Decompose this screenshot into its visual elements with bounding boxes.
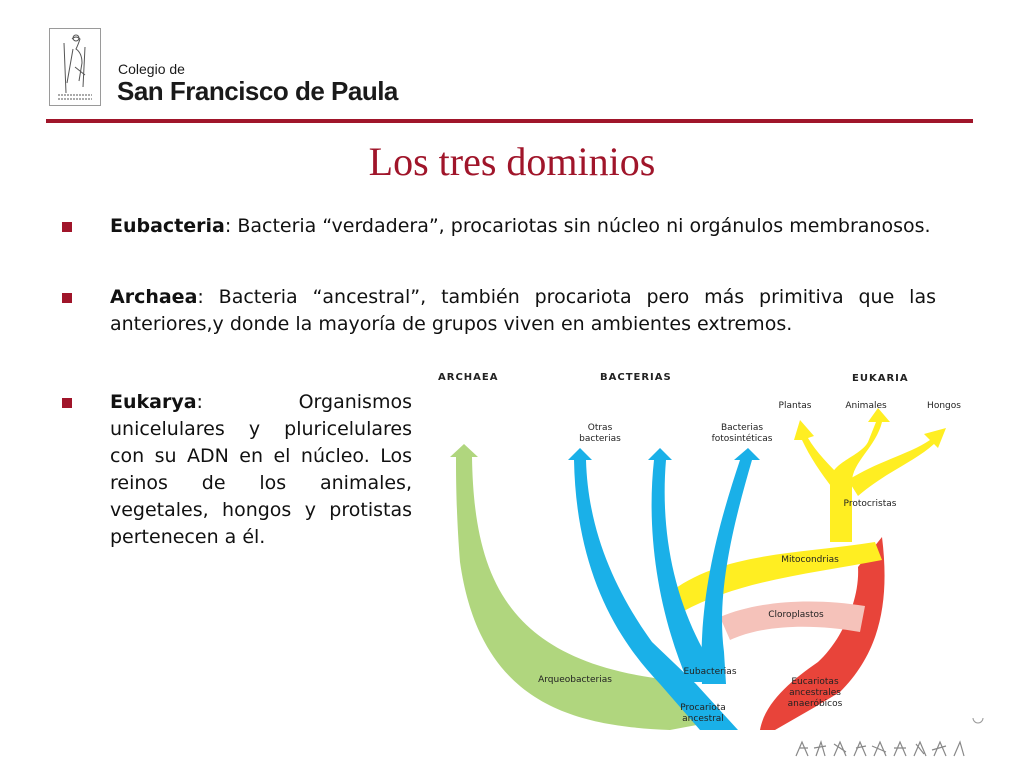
cloroplastos-branch — [720, 601, 865, 640]
otras-bacterias-label-1: Otras — [588, 423, 613, 433]
eucariotas-ancestrales-label-1: Eucariotas — [791, 677, 839, 687]
bacterias-fotosinteticas-label-1: Bacterias — [721, 423, 763, 433]
bullet-eubacteria: Eubacteria: Bacteria “verdadera”, procar… — [110, 213, 936, 240]
school-crest-icon — [58, 34, 92, 100]
procariota-ancestral-label-1: Procariota — [680, 703, 726, 713]
domain-bacterias-label: BACTERIAS — [600, 372, 672, 383]
bullet-term: Archaea — [110, 286, 198, 308]
plantas-branch — [794, 420, 844, 490]
bullet-term: Eubacteria — [110, 215, 225, 237]
bullet-text: : Bacteria “ancestral”, también procario… — [110, 286, 936, 335]
decorative-mark-icon — [972, 717, 984, 724]
procariota-ancestral-label-2: ancestral — [682, 714, 724, 724]
domain-archaea-label: ARCHAEA — [438, 372, 498, 383]
decorative-figures-icon — [795, 740, 965, 757]
bullet-marker — [62, 222, 72, 232]
plantas-label: Plantas — [779, 401, 812, 411]
bacteria-branch-middle — [648, 448, 716, 682]
cloroplastos-label: Cloroplastos — [768, 610, 824, 620]
mitocondrias-label: Mitocondrias — [781, 555, 839, 565]
animales-branch — [830, 408, 890, 542]
bacterias-fotosinteticas-branch — [701, 448, 760, 684]
bullet-archaea: Archaea: Bacteria “ancestral”, también p… — [110, 284, 936, 338]
otras-bacterias-label-2: bacterias — [579, 434, 621, 444]
bullet-text: : Bacteria “verdadera”, procariotas sin … — [224, 215, 931, 237]
otras-bacterias-branch — [568, 448, 738, 730]
hongos-branch — [848, 428, 946, 496]
domain-eukaria-label: EUKARIA — [852, 373, 909, 384]
bullet-marker — [62, 398, 72, 408]
animales-label: Animales — [845, 401, 887, 411]
bullet-eukarya: Eukarya: Organismos unicelulares y pluri… — [110, 389, 412, 551]
bullet-term: Eukarya — [110, 391, 197, 413]
school-logo — [49, 28, 101, 106]
bullet-text: : Organismos unicelulares y pluricelular… — [110, 391, 412, 548]
three-domains-tree: ARCHAEA BACTERIAS EUKARIA Otras bacteria… — [438, 372, 961, 730]
bacterias-fotosinteticas-label-2: fotosintéticas — [712, 433, 773, 444]
eubacterias-label: Eubacterias — [683, 667, 736, 677]
arqueobacterias-label: Arqueobacterias — [538, 675, 612, 685]
eucariotas-ancestrales-label-3: anaeróbicos — [788, 698, 843, 709]
school-prefix: Colegio de — [118, 61, 185, 77]
mitocondrias-branch — [668, 542, 882, 612]
protocristas-label: Protocristas — [844, 499, 897, 509]
header-rule — [46, 119, 973, 123]
hongos-label: Hongos — [927, 401, 961, 411]
eucariotas-ancestrales-label-2: ancestrales — [789, 688, 841, 698]
slide-title: Los tres dominios — [368, 139, 656, 184]
archaea-branch — [450, 444, 702, 730]
bullet-marker — [62, 293, 72, 303]
school-name: San Francisco de Paula — [117, 76, 398, 106]
